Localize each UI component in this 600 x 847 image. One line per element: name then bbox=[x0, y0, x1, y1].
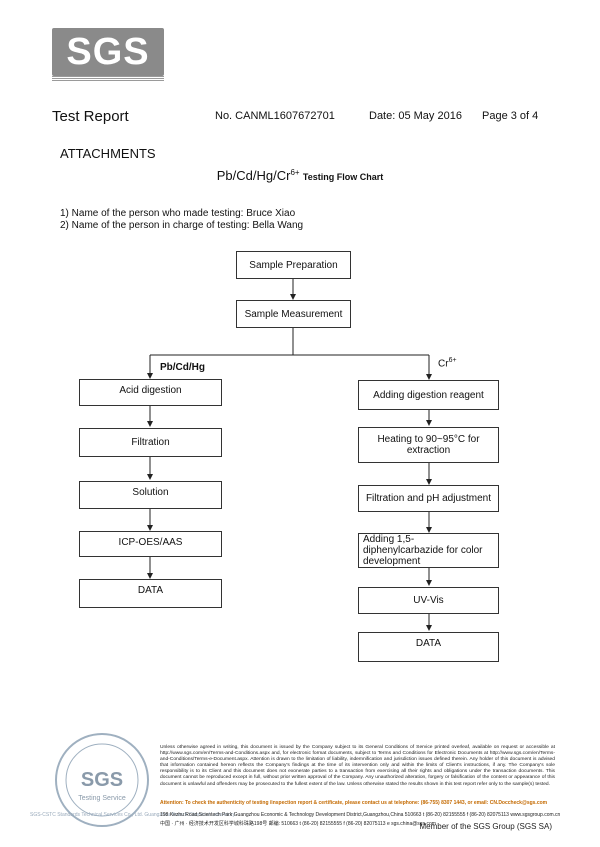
seal-sub-text: Testing Service bbox=[78, 795, 126, 802]
right-step-uv-vis: UV-Vis bbox=[358, 587, 499, 614]
person-tester: 1) Name of the person who made testing: … bbox=[60, 208, 296, 219]
sgs-logo: SGS bbox=[52, 28, 164, 76]
flow-chart-title: Pb/Cd/Hg/Cr6+ Testing Flow Chart bbox=[0, 168, 600, 183]
chart-title-superscript: 6+ bbox=[290, 168, 300, 177]
step-sample-measurement: Sample Measurement bbox=[236, 300, 351, 328]
person-in-charge: 2) Name of the person in charge of testi… bbox=[60, 220, 304, 231]
right-step-diphenylcarbazide: Adding 1,5- diphenylcarbazide for color … bbox=[358, 533, 499, 568]
logo-stripes bbox=[52, 76, 164, 82]
sgs-logo-text: SGS bbox=[66, 30, 150, 73]
left-step-acid-digestion: Acid digestion bbox=[79, 379, 222, 406]
left-step-filtration: Filtration bbox=[79, 428, 222, 457]
attention-text: Attention: To check the authenticity of … bbox=[160, 800, 548, 806]
right-step-adding-digestion-reagent: Adding digestion reagent bbox=[358, 380, 499, 410]
right-branch-label-sup: 6+ bbox=[448, 357, 457, 364]
sgs-testing-service-seal: SGS Testing Service bbox=[55, 733, 149, 827]
report-number: No. CANML1607672701 bbox=[215, 110, 335, 122]
member-line: Member of the SGS Group (SGS SA) bbox=[419, 822, 553, 831]
right-branch-label-text: Cr bbox=[438, 358, 449, 370]
chart-title-elements: Pb/Cd/Hg/Cr bbox=[216, 168, 291, 183]
right-step-filtration-ph: Filtration and pH adjustment bbox=[358, 485, 499, 512]
address-english: 198 Kezhu Road,Scientech Park Guangzhou … bbox=[160, 812, 561, 818]
lab-line: SGS-CSTC Standards Technical Services Co… bbox=[30, 812, 236, 818]
right-step-data: DATA bbox=[358, 632, 499, 662]
left-step-icp-oes-aas: ICP-OES/AAS bbox=[79, 531, 222, 557]
step-sample-preparation: Sample Preparation bbox=[236, 251, 351, 279]
report-title: Test Report bbox=[52, 108, 129, 125]
left-step-solution: Solution bbox=[79, 481, 222, 509]
left-step-data: DATA bbox=[79, 579, 222, 608]
seal-text: SGS bbox=[81, 769, 123, 791]
attachments-heading: ATTACHMENTS bbox=[60, 146, 156, 161]
left-branch-label: Pb/Cd/Hg bbox=[160, 362, 205, 373]
chart-title-suffix: Testing Flow Chart bbox=[302, 172, 384, 182]
page-number: Page 3 of 4 bbox=[482, 110, 539, 122]
right-step-heating: Heating to 90~95°C for extraction bbox=[358, 427, 499, 463]
terms-text: Unless otherwise agreed in writing, this… bbox=[160, 745, 555, 787]
right-branch-label: Cr6+ bbox=[438, 357, 457, 369]
address-chinese: 中国 · 广州 · 经济技术开发区科学城科珠路198号 邮编: 510663 t… bbox=[160, 821, 436, 827]
report-date: Date: 05 May 2016 bbox=[369, 110, 462, 122]
